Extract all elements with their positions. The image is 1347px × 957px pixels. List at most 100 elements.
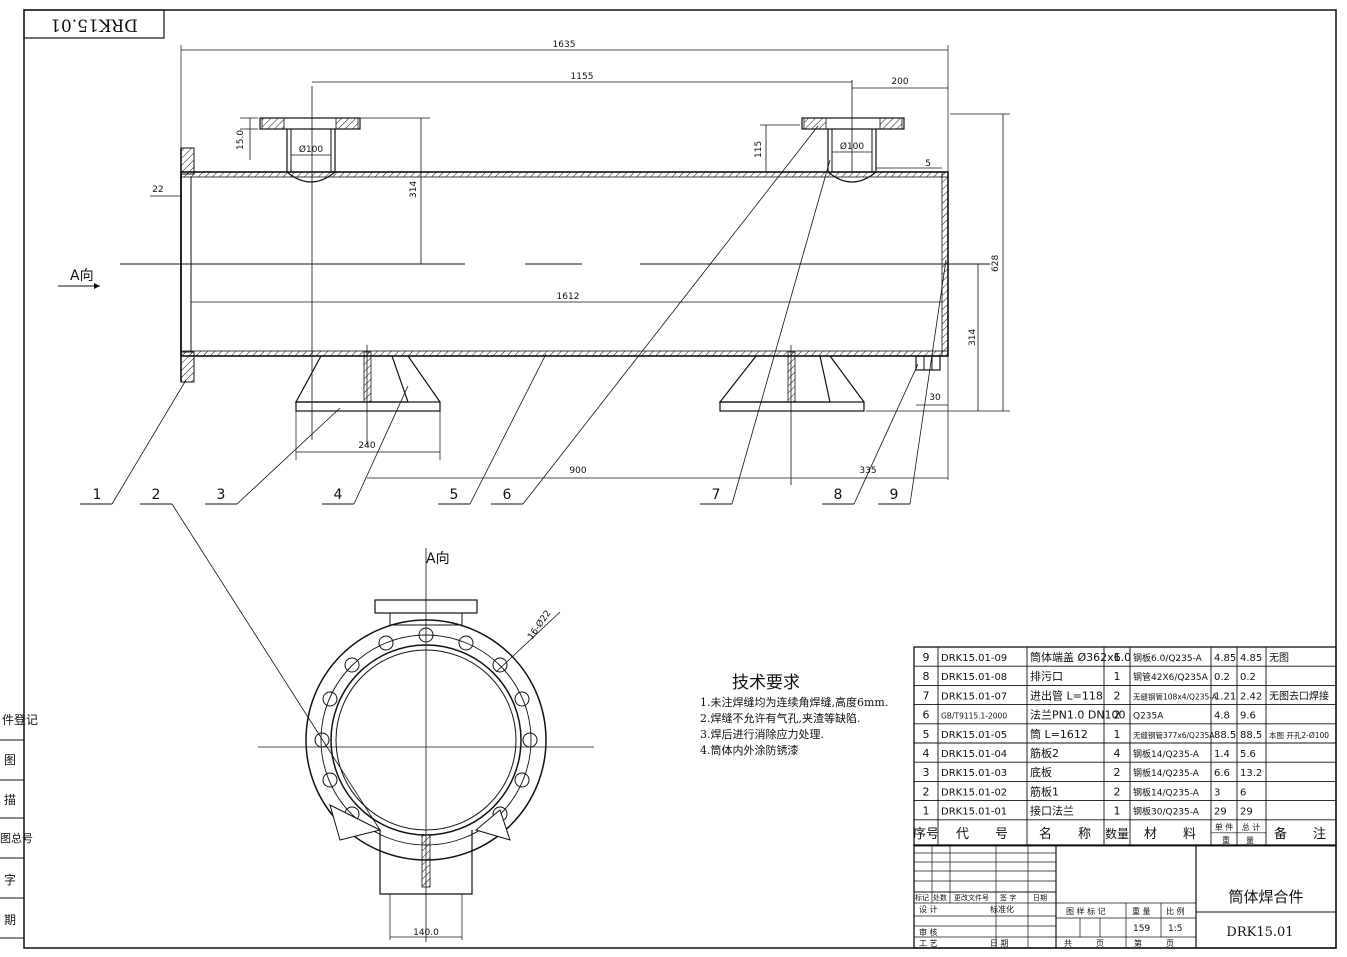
bom-header-code: 代 号 <box>956 827 1008 842</box>
bom-cell-name: 进出管 L=118 <box>1030 688 1103 702</box>
bolt-holes <box>314 627 538 822</box>
bom-header-name: 名 称 <box>1039 826 1091 842</box>
bom-cell-mat: 钢板6.0/Q235-A <box>1133 652 1203 664</box>
bom-cell-code: GB/T9115.1-2000 <box>941 712 1007 721</box>
view-label-a: A向 <box>70 268 94 284</box>
bom-cell-mat: 钢板14/Q235-A <box>1133 786 1200 798</box>
dim-314-top: 314 <box>409 181 419 198</box>
balloon-9: 9 <box>890 487 899 503</box>
side-label: 件登记 <box>2 712 38 727</box>
tech-line-2: 2.焊缝不允许有气孔,夹渣等缺陷. <box>700 711 861 725</box>
side-label: 字 <box>4 872 16 887</box>
tb-process: 工 艺 <box>919 939 938 948</box>
bom-cell-code: DRK15.01-07 <box>941 691 1007 702</box>
bom-header-qty: 数量 <box>1105 826 1129 841</box>
bom-cell-no: 8 <box>923 670 930 683</box>
tb-weight-value: 159 <box>1133 924 1150 934</box>
front-view <box>58 45 1010 485</box>
bom-cell-mat: 钢管42X6/Q235A <box>1133 671 1209 683</box>
drawing-number-rotated: DRK15.01 <box>50 15 138 35</box>
bom-cell-no: 9 <box>923 651 930 664</box>
tech-line-1: 1.未注焊缝均为连续角焊缝,高度6mm. <box>700 695 888 709</box>
bom-cell-code: DRK15.01-01 <box>941 807 1007 818</box>
bom-cell-code: DRK15.01-02 <box>941 787 1007 798</box>
tb-change: 更改文件号 <box>954 893 989 902</box>
bom-cell-mat: 钢板14/Q235-A <box>1133 748 1200 760</box>
tb-weight: 重 量 <box>1132 906 1151 916</box>
bom-header-total: 总 计 <box>1242 822 1261 832</box>
bom-cell-code: DRK15.01-08 <box>941 672 1007 683</box>
dim-628: 628 <box>991 255 1001 272</box>
title-block: 标记 处数 更改文件号 签 字 日期 设 计 标准化 审 核 工 艺 日 期 图… <box>913 844 1337 949</box>
tb-count: 处数 <box>933 893 947 902</box>
bom-cell-qty: 1 <box>1114 670 1121 683</box>
bom-cell-unit: 6.6 <box>1214 768 1230 779</box>
tb-stage: 图 样 标 记 <box>1066 906 1106 916</box>
bom-cell-name: 底板 <box>1030 765 1052 779</box>
bom-cell-note: 无图 <box>1269 652 1289 664</box>
bom-cell-mat: Q235A <box>1133 712 1164 722</box>
dim-115: 115 <box>754 141 764 158</box>
dim-d100-right: Ø100 <box>840 141 865 152</box>
dim-1612: 1612 <box>557 292 580 302</box>
tb-sign: 签 字 <box>1000 893 1016 902</box>
balloon-1: 1 <box>93 487 102 503</box>
balloon-4: 4 <box>334 487 343 503</box>
dimension-labels: 1635 1155 200 15.0 Ø100 Ø100 115 314 22 … <box>70 40 1001 938</box>
dim-5: 5 <box>925 159 931 169</box>
bom-cell-name: 筒 L=1612 <box>1030 727 1088 741</box>
bom-cell-unit: 4.85 <box>1214 653 1236 664</box>
bom-cell-name: 筒体端盖 Ø362x6.0 <box>1030 650 1131 664</box>
bom-cell-name: 法兰PN1.0 DN100 <box>1030 708 1126 722</box>
bom-cell-total: 13.2 <box>1240 768 1262 779</box>
bom-cell-unit: 29 <box>1214 807 1227 818</box>
bom-cell-mat: 钢板14/Q235-A <box>1133 767 1200 779</box>
bom-cell-name: 筋板2 <box>1030 746 1059 760</box>
tb-review: 审 核 <box>919 927 938 937</box>
bom-cell-mat: 无缝钢管108x4/Q235-A <box>1133 691 1218 701</box>
bom-cell-name: 排污口 <box>1030 669 1063 683</box>
bom-cell-unit: 4.8 <box>1214 711 1230 722</box>
dim-240: 240 <box>358 441 375 451</box>
bom-cell-total: 88.5 <box>1240 730 1262 741</box>
tb-date2: 日 期 <box>990 939 1009 948</box>
bom-cell-code: DRK15.01-03 <box>941 768 1007 779</box>
tb-scale: 比 例 <box>1166 906 1185 916</box>
bom-cell-unit: 1.21 <box>1214 691 1236 702</box>
balloon-8: 8 <box>834 487 843 503</box>
bom-cell-code: DRK15.01-05 <box>941 730 1007 741</box>
bom-cell-qty: 1 <box>1114 728 1121 741</box>
bom-cell-qty: 2 <box>1114 785 1121 798</box>
bom-cell-unit: 88.5 <box>1214 730 1236 741</box>
bom-cell-mat: 无缝钢管377x6/Q235A <box>1133 730 1215 740</box>
tb-mark: 标记 <box>915 893 929 902</box>
bom-cell-no: 2 <box>923 785 930 798</box>
bom-cell-name: 筋板1 <box>1030 784 1059 798</box>
bom-cell-code: DRK15.01-09 <box>941 653 1007 664</box>
bom-table: 9 DRK15.01-09 筒体端盖 Ø362x6.0 1 钢板6.0/Q235-A 4.… <box>913 646 1337 847</box>
bom-cell-no: 3 <box>923 766 930 779</box>
bom-cell-name: 接口法兰 <box>1030 804 1074 818</box>
tb-title: 筒体焊合件 <box>1228 888 1303 906</box>
tb-design: 设 计 <box>919 904 938 914</box>
dim-200: 200 <box>891 77 908 87</box>
side-label: 期 <box>4 913 16 927</box>
bom-cell-note: 无图去口焊接 <box>1269 689 1329 702</box>
bom-cell-total: 9.6 <box>1240 711 1256 722</box>
dim-15: 15.0 <box>236 130 246 150</box>
bom-cell-total: 6 <box>1240 787 1246 798</box>
bom-cell-total: 4.85 <box>1240 653 1262 664</box>
balloon-6: 6 <box>503 487 512 503</box>
balloon-2: 2 <box>152 487 161 503</box>
balloon-5: 5 <box>450 487 459 503</box>
bom-cell-total: 2.42 <box>1240 691 1262 702</box>
bom-header-mat: 材 料 <box>1144 827 1196 842</box>
bom-cell-no: 4 <box>923 747 930 760</box>
bom-cell-mat: 钢板30/Q235-A <box>1133 806 1200 818</box>
bom-cell-qty: 4 <box>1114 747 1121 760</box>
bom-cell-no: 6 <box>923 709 930 722</box>
tb-date: 日期 <box>1033 894 1047 902</box>
bom-cell-total: 29 <box>1240 807 1253 818</box>
balloon-3: 3 <box>217 487 226 503</box>
bom-cell-code: DRK15.01-04 <box>941 749 1007 760</box>
